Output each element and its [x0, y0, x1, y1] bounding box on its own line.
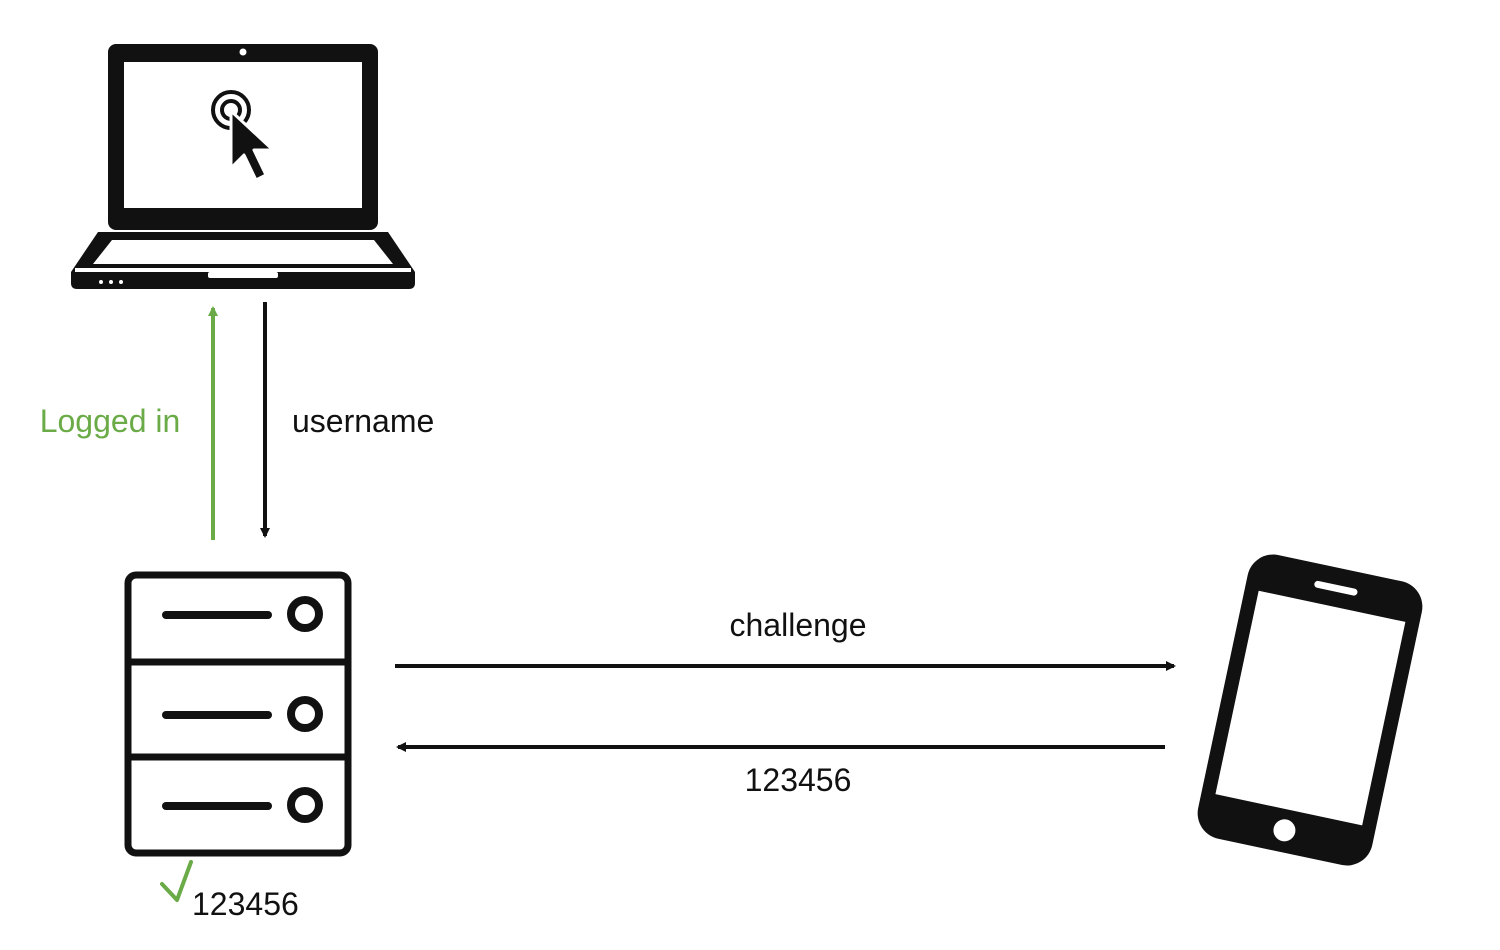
username-label: username [292, 403, 434, 439]
check-icon [160, 860, 193, 902]
phone-icon [1197, 554, 1423, 866]
logged-in-label: Logged in [40, 403, 181, 439]
server-icon [124, 571, 352, 857]
response-code-label: 123456 [745, 762, 852, 798]
click-cursor-icon [211, 90, 275, 182]
laptop-icon [71, 44, 415, 289]
verified-code-label: 123456 [192, 886, 299, 922]
challenge-label: challenge [730, 607, 867, 643]
